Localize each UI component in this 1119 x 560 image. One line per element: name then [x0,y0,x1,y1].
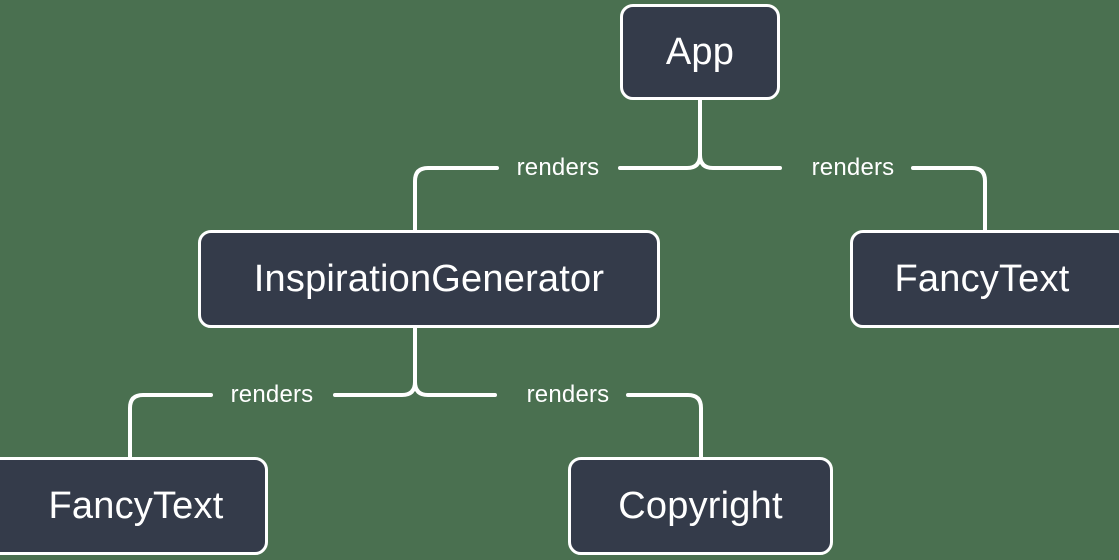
edge-inspiration-fork-right [413,380,497,397]
edge-label-inspiration-generator-to-fancytext-bottom: renders [230,381,314,408]
edge-label-inspiration-generator-to-copyright: renders [526,381,610,408]
edge-label-app-to-inspiration-generator: renders [516,154,600,181]
node-copyright[interactable]: Copyright [568,457,833,555]
node-inspiration-generator[interactable]: InspirationGenerator [198,230,660,328]
node-inspiration-generator-label: InspirationGenerator [253,258,605,300]
node-fancytext-bottom[interactable]: FancyText [0,457,268,555]
node-copyright-label: Copyright [618,485,783,527]
edge-inspiration-to-fancytext-rail [128,393,213,459]
node-app-label: App [665,31,735,73]
edge-label-app-to-fancytext-right: renders [811,154,895,181]
edge-inspiration-to-copyright-rail [626,393,703,459]
edge-inspiration-fork-left [333,380,417,397]
edge-app-fork-left [618,153,702,170]
node-app[interactable]: App [620,4,780,100]
node-fancytext-right-label: FancyText [894,258,1070,300]
edge-app-fork-right [698,153,782,170]
node-fancytext-right[interactable]: FancyText [850,230,1119,328]
edge-app-to-inspiration-rail [413,166,499,232]
edge-app-to-fancytext-rail [911,166,987,232]
node-fancytext-bottom-label: FancyText [48,485,224,527]
